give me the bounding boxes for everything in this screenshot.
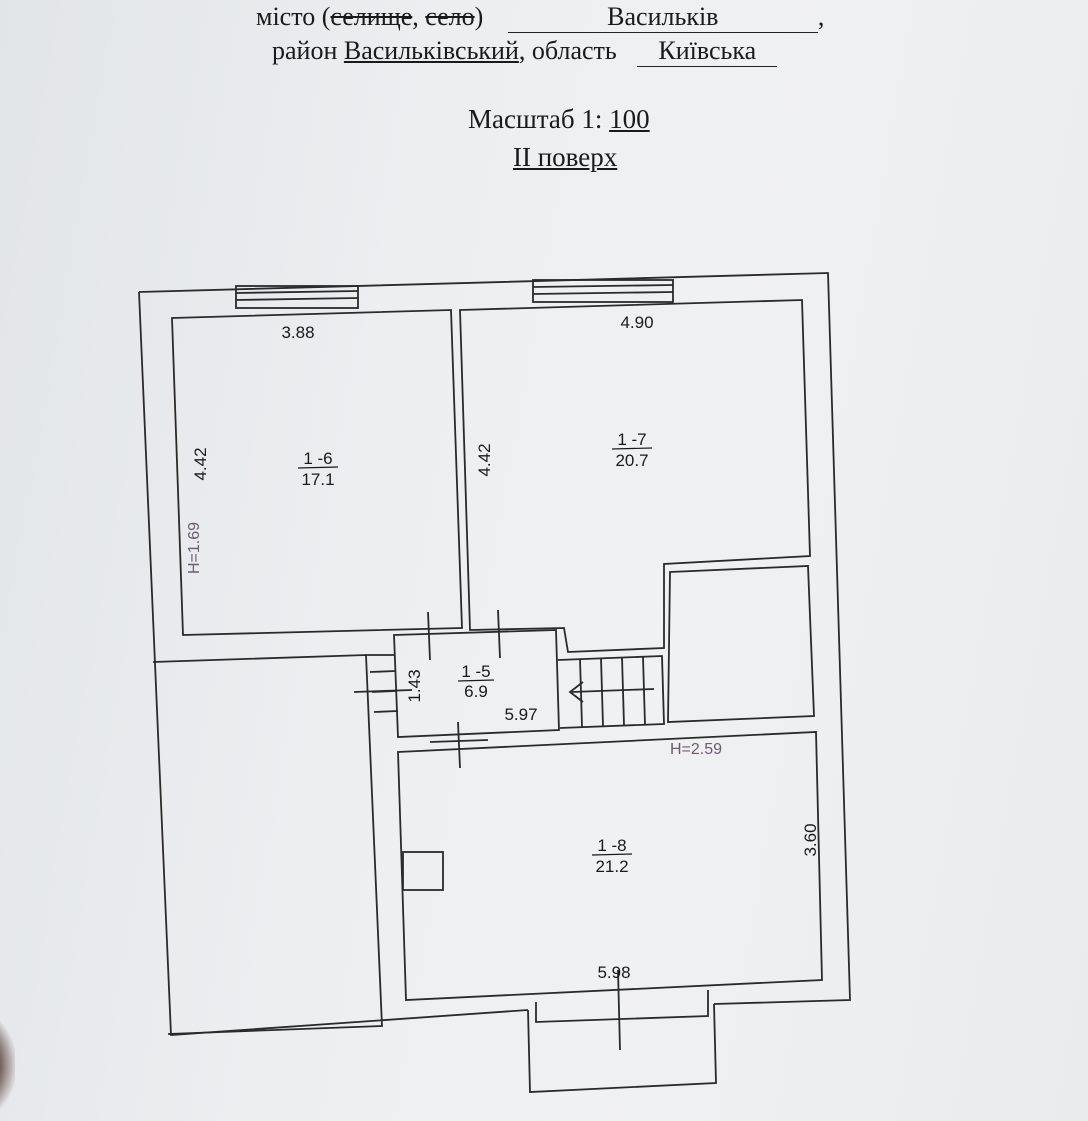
room-1-5-width: 5.97 — [504, 705, 537, 724]
window-room-6 — [235, 285, 359, 309]
room-1-8-length: 3.60 — [801, 823, 820, 856]
room-1-6-length: 4.42 — [191, 447, 210, 480]
room-1-6-area: 17.1 — [301, 470, 334, 489]
room-1-6-walls — [171, 309, 463, 636]
room-1-8-width: 5.98 — [597, 963, 630, 982]
separator: , — [412, 2, 426, 31]
floor-title: II поверх — [513, 142, 618, 172]
address-line-city: місто (селище, село) Васильків, — [256, 2, 824, 33]
city-trail: , — [817, 2, 825, 31]
room-1-5-id: 1 -5 — [461, 662, 490, 681]
stairs — [557, 655, 665, 729]
stairs-arrow — [568, 681, 584, 703]
city-name: Васильків — [507, 2, 818, 33]
height-left: H=1.69 — [186, 522, 203, 574]
room-1-8-walls — [397, 731, 823, 1001]
room-1-7-length: 4.42 — [475, 443, 494, 476]
room-1-6-width: 3.88 — [281, 323, 314, 342]
region-label: область — [531, 36, 617, 65]
scale-label: Масштаб 1: — [468, 104, 603, 134]
room-1-7-walls — [459, 299, 811, 653]
left-space-walls — [152, 654, 383, 1035]
chimney — [402, 851, 444, 891]
room-1-7-width: 4.90 — [620, 313, 653, 332]
district-comma: , — [518, 36, 526, 65]
room-1-5-area: 6.9 — [464, 682, 488, 701]
height-main: H=2.59 — [670, 741, 722, 758]
room-1-8-area: 21.2 — [595, 857, 628, 876]
city-value: Васильків — [607, 2, 719, 31]
window-room-7 — [532, 279, 674, 303]
region-name: Київська — [637, 36, 778, 67]
scale-value: 100 — [609, 104, 650, 134]
scale-line: Масштаб 1: 100 — [468, 104, 650, 135]
address-line-district: район Васильківський, область Київська — [272, 36, 778, 67]
room-1-7-area: 20.7 — [615, 451, 648, 470]
room-1-5-walls — [393, 629, 560, 738]
edge-shadow — [0, 1010, 15, 1120]
room-1-8-id: 1 -8 — [597, 836, 626, 855]
district-value: Васильківський — [343, 36, 519, 65]
struck-settlement: селище — [330, 2, 413, 31]
district-label: район — [272, 36, 338, 65]
room-1-7-id: 1 -7 — [617, 430, 646, 449]
outer-wall — [138, 272, 851, 1036]
city-suffix: ) — [474, 2, 484, 31]
balcony-door — [535, 990, 709, 1023]
region-value: Київська — [658, 36, 757, 65]
closet-walls — [667, 565, 815, 723]
city-prefix: місто ( — [256, 2, 331, 31]
room-1-6-id: 1 -6 — [303, 449, 332, 468]
room-1-5-length: 1.43 — [405, 669, 424, 702]
struck-village: село — [425, 2, 475, 31]
balcony — [527, 1003, 717, 1093]
